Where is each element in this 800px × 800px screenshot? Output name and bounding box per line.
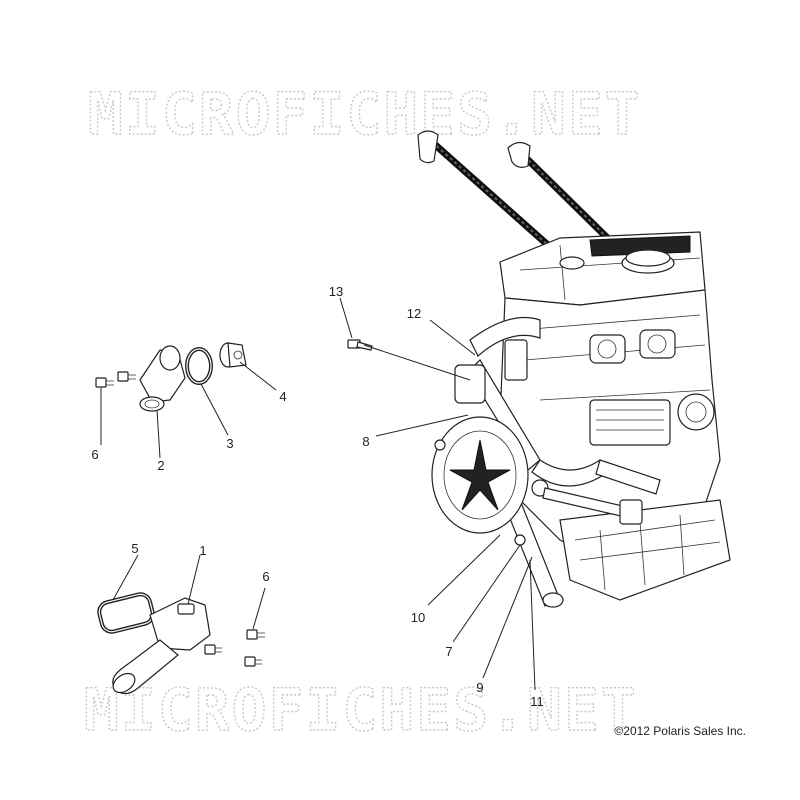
callout-6-upper: 6 [91, 447, 98, 462]
callout-labels: 1 2 3 4 5 6 6 7 8 9 10 11 12 13 [91, 284, 543, 709]
part-13-bolt [347, 339, 373, 351]
part-6-screws-lower [204, 629, 265, 667]
engine-assembly [417, 130, 731, 608]
copyright-notice: ©2012 Polaris Sales Inc. [614, 724, 746, 738]
callout-12: 12 [407, 306, 421, 321]
callout-1: 1 [199, 543, 206, 558]
watermark-bottom: MICROFICHES.NET [84, 676, 638, 744]
callout-9: 9 [476, 680, 483, 695]
callout-13: 13 [329, 284, 343, 299]
leader-lines [100, 297, 536, 691]
engine-thermostat-housing [454, 339, 643, 546]
callout-5: 5 [131, 541, 138, 556]
callout-7: 7 [445, 644, 452, 659]
callout-11: 11 [530, 694, 544, 709]
callout-4: 4 [279, 389, 286, 404]
callout-2: 2 [157, 458, 164, 473]
part-6-screws-upper [95, 371, 136, 388]
part-1-water-outlet [112, 597, 211, 695]
coolant-hoses [467, 316, 661, 608]
part-4-thermostat [219, 342, 247, 368]
callout-3: 3 [226, 436, 233, 451]
part-2-thermostat-housing [139, 345, 186, 412]
watermark-top: MICROFICHES.NET [88, 80, 642, 148]
stator-cover [431, 416, 529, 534]
part-5-gasket [97, 592, 155, 634]
part-3-o-ring [185, 347, 213, 385]
callout-8: 8 [362, 434, 369, 449]
callout-10: 10 [411, 610, 425, 625]
callout-6-lower: 6 [262, 569, 269, 584]
